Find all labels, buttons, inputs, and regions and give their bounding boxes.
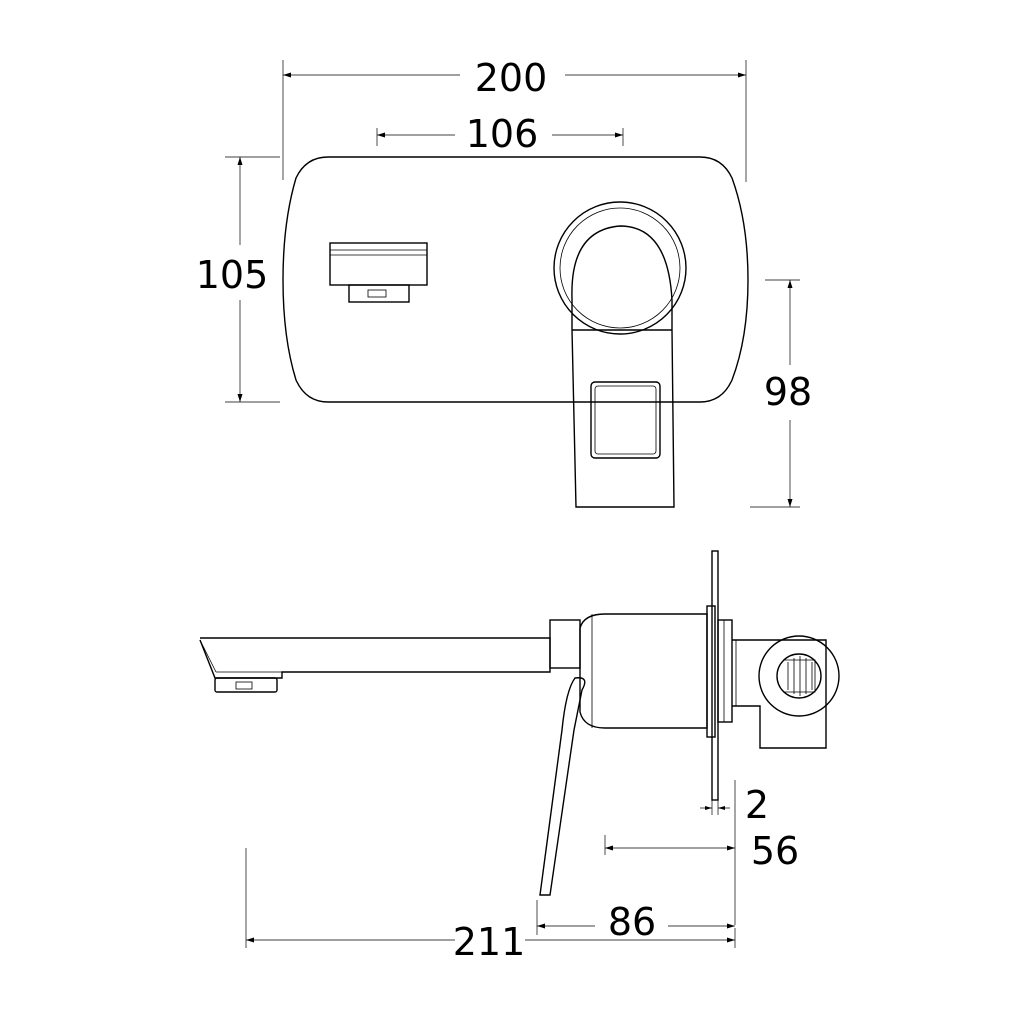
lever-handle-front (571, 298, 675, 508)
concealed-body (732, 635, 840, 749)
dim-lever-drop: 98 (750, 279, 812, 508)
side-view: 2 56 86 211 (199, 550, 840, 964)
spout-side (199, 637, 551, 693)
dim-label-106: 106 (466, 112, 539, 156)
wall-plate-side (706, 550, 733, 801)
dim-spout-reach: 211 (245, 848, 736, 964)
dim-centers: 106 (376, 112, 624, 156)
dim-label-200: 200 (475, 56, 548, 100)
mixer-ring (553, 201, 687, 335)
lever-handle-side (539, 677, 586, 896)
dim-label-56: 56 (751, 829, 799, 873)
mixer-body-side (579, 613, 708, 729)
dim-label-98: 98 (764, 370, 812, 414)
dim-label-86: 86 (608, 900, 656, 944)
dim-label-2: 2 (745, 783, 769, 827)
dim-plate-thickness: 2 (700, 783, 769, 827)
spout-outlet (329, 242, 428, 303)
dim-plate-width: 200 (282, 56, 747, 182)
dim-label-211: 211 (453, 920, 526, 964)
dim-body-depth: 56 (604, 780, 799, 925)
dim-plate-height: 105 (196, 156, 280, 403)
dim-lever-reach: 86 (536, 900, 735, 944)
front-view: 200 106 105 (196, 56, 812, 508)
body-collar (549, 619, 581, 669)
cover-plate (282, 156, 749, 403)
dim-label-105: 105 (196, 253, 269, 297)
